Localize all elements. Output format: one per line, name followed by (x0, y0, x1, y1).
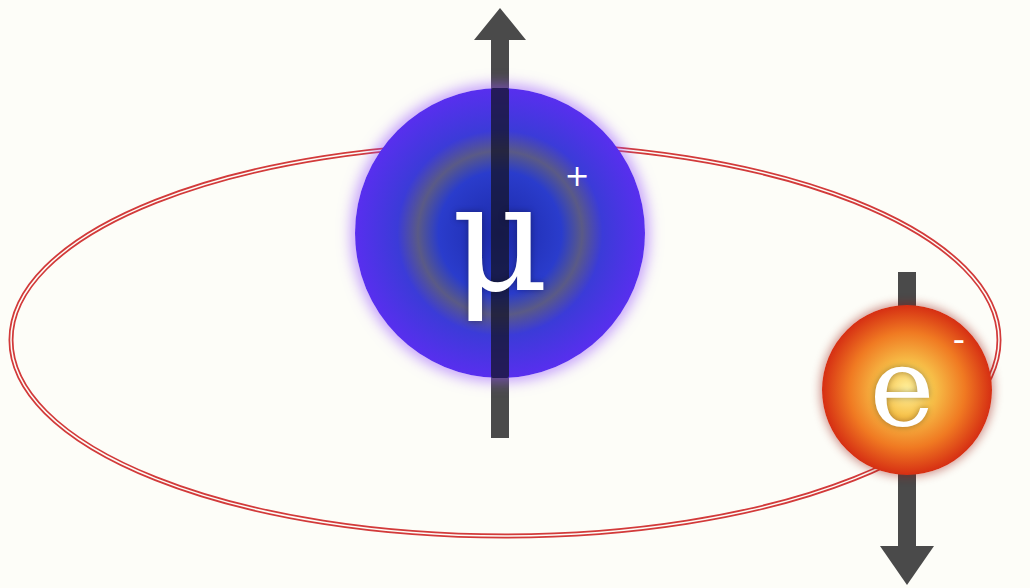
particle-symbol: e (869, 332, 934, 442)
particle-symbol: μ (451, 163, 549, 313)
charge-sign: - (953, 322, 965, 356)
electron-circle: e- (822, 305, 992, 475)
charge-sign: + (564, 161, 589, 191)
muon-circle: μ+ (355, 88, 645, 378)
